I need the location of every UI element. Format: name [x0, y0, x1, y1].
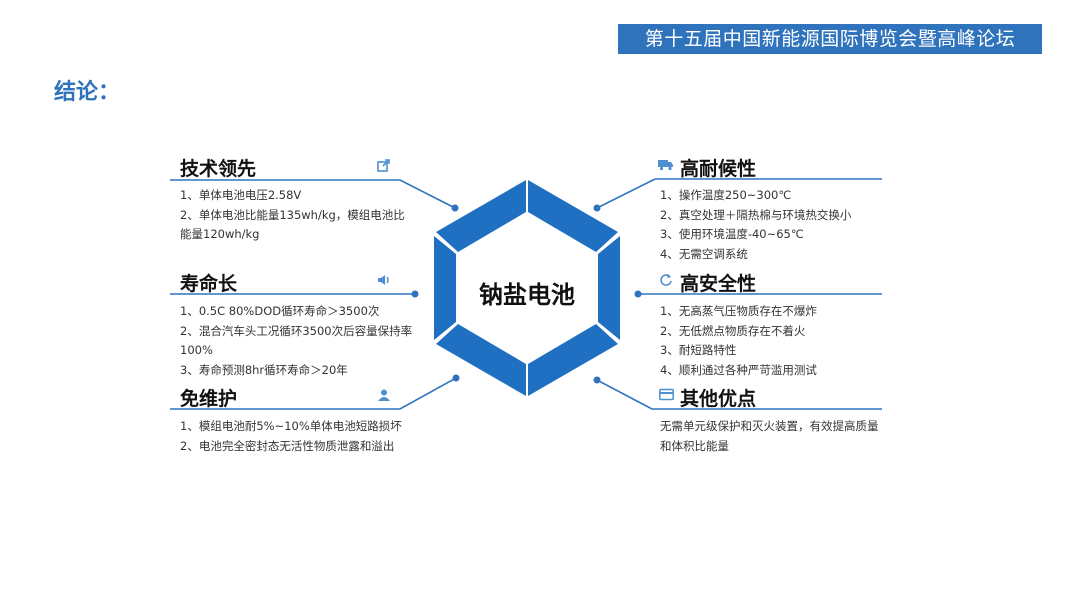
list-item: 3、寿命预测8hr循环寿命＞20年 [180, 362, 348, 377]
list-item: 1、无高蒸气压物质存在不爆炸 [660, 304, 817, 318]
list-item: 3、耐短路特性 [660, 343, 737, 357]
section-items-safety: 1、无高蒸气压物质存在不爆炸 2、无低燃点物质存在不着火 3、耐短路特性 4、顺… [660, 302, 882, 380]
connector-dot-safety [634, 290, 642, 298]
section-title-other: 其他优点 [680, 388, 757, 410]
connector-dot-other [593, 376, 601, 384]
share-icon [376, 158, 392, 174]
section-items-life: 1、0.5C 80%DOD循环寿命＞3500次 2、混合汽车头工况循环3500次… [180, 302, 415, 380]
connector-dot-weather [593, 204, 601, 212]
list-item: 1、0.5C 80%DOD循环寿命＞3500次 [180, 304, 380, 318]
hex-segment-left [434, 236, 456, 340]
connector-tech [170, 179, 456, 209]
truck-icon [658, 157, 674, 173]
list-item: 2、混合汽车头工况循环3500次后容量保持率100% [180, 323, 413, 358]
hex-segment-right [598, 236, 620, 340]
connector-dot-tech [451, 204, 459, 212]
list-item: 1、单体电池电压2.58V [180, 188, 302, 202]
section-items-maintenance: 1、模组电池耐5%~10%单体电池短路损坏 2、电池完全密封态无活性物质泄露和溢… [180, 417, 405, 456]
connector-weather [596, 178, 882, 209]
list-item: 4、顺利通过各种严苛滥用测试 [660, 362, 817, 377]
speaker-icon [376, 273, 392, 289]
page-title: 结论： [54, 80, 121, 105]
list-item: 2、电池完全密封态无活性物质泄露和溢出 [180, 438, 395, 453]
list-item: 1、模组电池耐5%~10%单体电池短路损坏 [180, 419, 402, 433]
hex-segment-top-right [528, 180, 618, 252]
refresh-icon [658, 273, 674, 289]
connector-maintenance [170, 377, 457, 410]
connector-dot-maintenance [452, 374, 460, 382]
event-banner: 第十五届中国新能源国际博览会暨高峰论坛 [618, 24, 1042, 54]
section-items-tech: 1、单体电池电压2.58V 2、单体电池比能量135wh/kg，模组电池比能量1… [180, 186, 412, 245]
section-title-life: 寿命长 [180, 273, 238, 295]
list-item: 1、操作温度250~300℃ [660, 188, 792, 202]
section-items-other: 无需单元级保护和灭火装置，有效提高质量和体积比能量 [660, 417, 882, 456]
user-icon [376, 388, 392, 404]
list-item: 2、单体电池比能量135wh/kg，模组电池比能量120wh/kg [180, 207, 405, 242]
list-item: 2、真空处理＋隔热棉与环境热交换小 [660, 207, 852, 222]
list-item: 3、使用环境温度-40~65℃ [660, 227, 804, 241]
section-title-weather: 高耐候性 [680, 158, 757, 180]
connector-other [596, 379, 882, 410]
hex-segment-top-left [436, 180, 526, 252]
credit-card-icon [658, 388, 674, 404]
section-title-maintenance: 免维护 [180, 388, 238, 410]
list-item: 2、无低燃点物质存在不着火 [660, 323, 806, 338]
section-items-weather: 1、操作温度250~300℃ 2、真空处理＋隔热棉与环境热交换小 3、使用环境温… [660, 186, 882, 264]
section-title-tech: 技术领先 [180, 158, 257, 180]
section-title-safety: 高安全性 [680, 273, 757, 295]
list-item: 无需单元级保护和灭火装置，有效提高质量和体积比能量 [660, 419, 879, 453]
connector-dot-life [411, 290, 419, 298]
hex-segment-bottom-right [528, 324, 618, 396]
list-item: 4、无需空调系统 [660, 246, 748, 261]
hexagon-ring [434, 180, 620, 396]
hex-segment-bottom-left [436, 324, 526, 396]
center-label: 钠盐电池 [479, 281, 575, 309]
